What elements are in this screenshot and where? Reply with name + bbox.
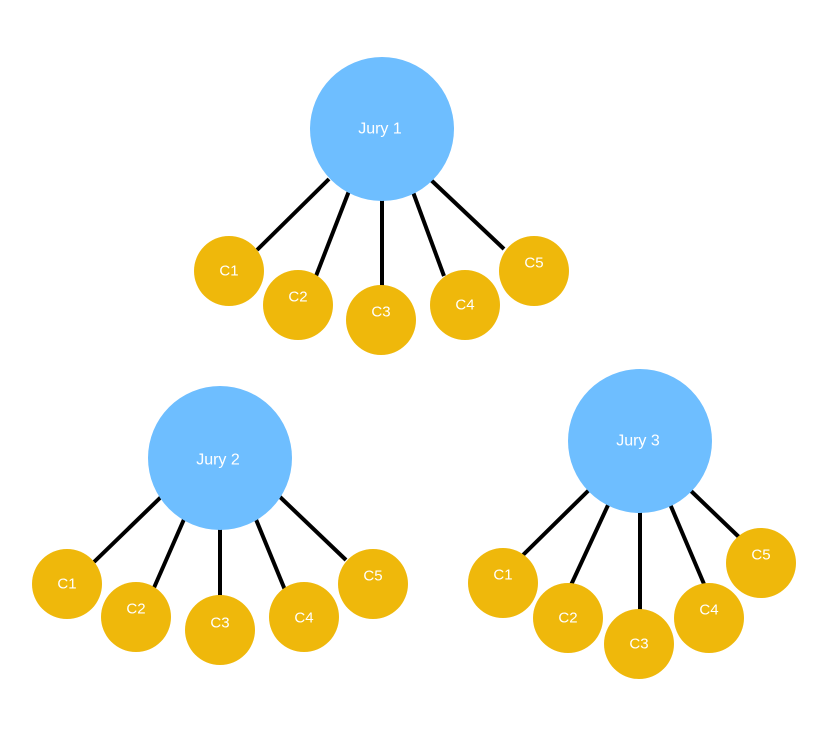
child-label-1-c1: C1 [219,263,238,280]
child-node-2-c5 [338,549,408,619]
connector-jury-2-c2 [151,516,187,591]
child-label-2-c5: C5 [363,568,382,585]
connector-jury-3-c5 [688,488,743,541]
child-node-3-c2 [533,583,603,653]
child-node-1-c1 [194,236,264,306]
child-node-1-c4 [430,270,500,340]
child-node-3-c3 [604,609,674,679]
jury-label-1: Jury 1 [358,121,402,138]
connector-jury-2-c1 [92,494,164,564]
child-label-3-c2: C2 [558,610,577,627]
child-node-3-c5 [726,528,796,598]
connector-jury-2-c5 [277,494,348,562]
child-label-1-c4: C4 [455,297,474,314]
child-node-3-c1 [468,548,538,618]
child-label-2-c2: C2 [126,601,145,618]
connector-jury-1-c1 [255,177,331,252]
child-label-3-c4: C4 [699,602,718,619]
child-node-2-c2 [101,582,171,652]
child-node-2-c1 [32,549,102,619]
connector-jury-1-c5 [429,178,506,251]
connector-jury-3-c2 [569,502,611,586]
tree-jury-3: Jury 3 C1 C2 C3 C4 C5 [468,369,796,679]
tree-jury-2: Jury 2 C1 C2 C3 C4 C5 [32,386,408,665]
child-label-1-c5: C5 [524,255,543,272]
child-label-1-c2: C2 [288,289,307,306]
jury-node-3 [568,369,712,513]
connector-jury-3-c1 [521,487,592,557]
child-label-2-c1: C1 [57,576,76,593]
child-node-3-c4 [674,583,744,653]
connector-jury-1-c2 [314,190,351,277]
child-label-2-c4: C4 [294,610,313,627]
child-node-1-c2 [263,270,333,340]
tree-jury-1: Jury 1 C1 C2 C3 C4 C5 [194,57,569,355]
jury-node-2 [148,386,292,530]
connector-jury-1-c4 [411,191,446,277]
jury-label-2: Jury 2 [196,452,240,469]
child-label-1-c3: C3 [371,304,390,321]
child-node-1-c3 [346,285,416,355]
child-label-3-c5: C5 [751,547,770,564]
child-node-2-c3 [185,595,255,665]
child-label-2-c3: C3 [210,615,229,632]
jury-node-1 [310,57,454,201]
connector-jury-3-c4 [668,503,706,585]
child-label-3-c3: C3 [629,636,648,653]
child-node-2-c4 [269,582,339,652]
connector-jury-2-c4 [253,516,287,591]
child-node-1-c5 [499,236,569,306]
jury-label-3: Jury 3 [616,433,660,450]
child-label-3-c1: C1 [493,567,512,584]
